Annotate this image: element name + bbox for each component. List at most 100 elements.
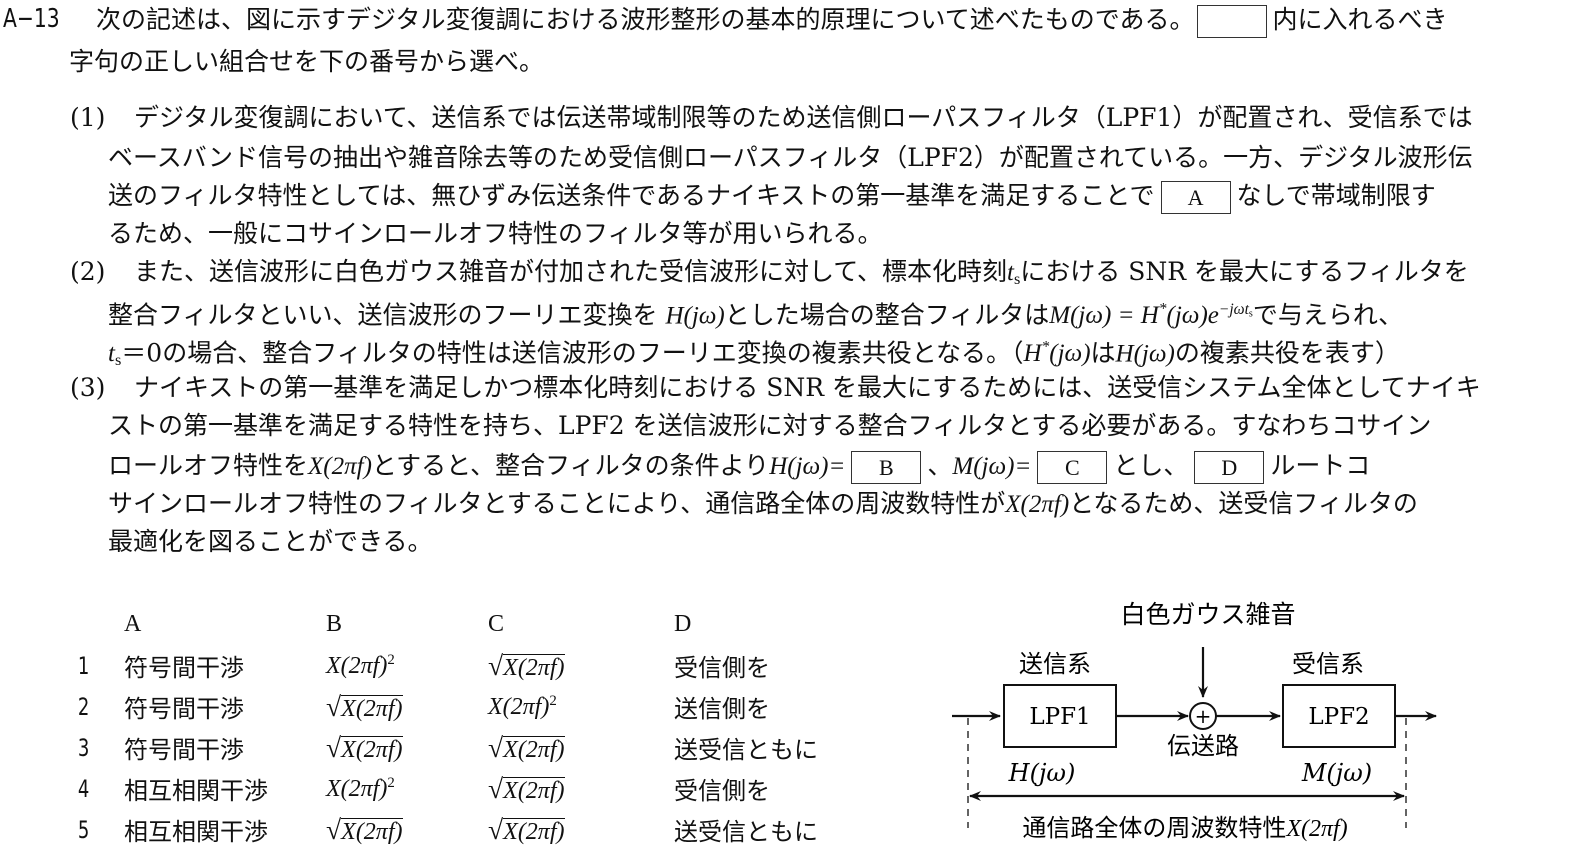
text: の場合、整合フィルタの特性は送信波形のフーリエ変換の複素共役となる。（ (162, 338, 1024, 368)
para1-line2: ベースバンド信号の抽出や雑音除去等のため受信側ローパスフィルタ（LPF2）が配置… (108, 143, 1473, 172)
h-jw-label: H(jω) (1008, 759, 1076, 787)
header-a: A (124, 611, 142, 637)
text: ロールオフ特性を (108, 451, 309, 480)
m-eq: M(jω)= (952, 453, 1032, 480)
text: 送のフィルタ特性としては、無ひずみ伝送条件であるナイキストの第一基準を満足するこ… (108, 181, 1155, 210)
para2-line2: 整合フィルタといい、送信波形のフーリエ変換を H(jω)とした場合の整合フィルタ… (108, 290, 1403, 336)
x-expr: X(2πf) (308, 453, 372, 480)
para2-label: (2) (70, 257, 106, 286)
block-diagram: 白色ガウス雑音 送信系 受信系 LPF1 + 伝送路 LPF2 H(jω) M(… (952, 600, 1437, 842)
para1-label: (1) (70, 103, 106, 132)
choice-d: 送受信ともに (674, 818, 818, 846)
choice-b: X(2πf)2 (326, 651, 395, 679)
lpf2-label: LPF2 (1308, 704, 1369, 730)
choice-a: 相互相関干渉 (124, 818, 268, 846)
blank-b: B (851, 451, 922, 484)
text: サインロールオフ特性のフィルタとすることにより、通信路全体の周波数特性が (108, 489, 1006, 518)
text: とすると、整合フィルタの条件より (371, 451, 770, 480)
para3-line5: 最適化を図ることができる。 (108, 527, 433, 556)
choice-b: √X(2πf) (326, 813, 403, 845)
choice-row-5[interactable]: 5 相互相関干渉 √X(2πf) √X(2πf) 送受信ともに (76, 809, 818, 850)
h-star-expr: H*(jω) (1023, 339, 1091, 368)
ts-symbol: ts (108, 340, 122, 370)
choice-number[interactable]: 2 (77, 692, 90, 721)
h-jw-expr: H(jω) (1115, 340, 1175, 368)
intro-text: 内に入れるべき (1272, 5, 1448, 34)
overall-label: 通信路全体の周波数特性X(2πf) (1022, 814, 1347, 842)
noise-label: 白色ガウス雑音 (1120, 600, 1295, 629)
choice-d: 受信側を (674, 777, 770, 805)
text: の複素共役を表す） (1174, 338, 1400, 368)
para3-label: (3) (70, 373, 106, 402)
choice-b: √X(2πf) (326, 690, 403, 722)
channel-label: 伝送路 (1167, 732, 1239, 760)
choice-d: 受信側を (674, 654, 770, 682)
para2-line1: また、送信波形に白色ガウス雑音が付加された受信波形に対して、標本化時刻tsにおけ… (134, 252, 1469, 299)
choices-header: A B C D (76, 604, 818, 645)
para3-line3: ロールオフ特性をX(2πf)とすると、整合フィルタの条件よりH(jω)=B、M(… (108, 446, 1370, 487)
header-c: C (488, 611, 505, 637)
para1-line3: 送のフィルタ特性としては、無ひずみ伝送条件であるナイキストの第一基準を満足するこ… (108, 176, 1436, 216)
choice-row-4[interactable]: 4 相互相関干渉 X(2πf)2 √X(2πf) 受信側を (76, 768, 818, 809)
x-expr: X(2πf) (1005, 491, 1070, 518)
text: また、送信波形に白色ガウス雑音が付加された受信波形に対して、標本化時刻 (134, 257, 1008, 286)
blank-box (1196, 5, 1267, 38)
choice-c: √X(2πf) (488, 772, 565, 804)
text: とした場合の整合フィルタは (724, 300, 1050, 330)
blank-d: D (1194, 451, 1265, 484)
choice-number[interactable]: 4 (77, 774, 90, 803)
para1-line1: デジタル変復調において、送信系では伝送帯域制限等のため送信側ローパスフィルタ（L… (134, 103, 1473, 132)
text: は (1090, 338, 1116, 368)
choice-a: 符号間干渉 (124, 654, 244, 682)
header-d: D (674, 611, 692, 637)
text: 、 (927, 451, 953, 480)
choice-number[interactable]: 1 (77, 651, 90, 680)
choice-c: √X(2πf) (488, 813, 565, 845)
blank-c: C (1037, 451, 1108, 484)
choice-a: 相互相関干渉 (124, 777, 268, 805)
question-number: A−13 (3, 4, 60, 34)
para2-line3: ts＝0の場合、整合フィルタの特性は送信波形のフーリエ変換の複素共役となる。（H… (108, 328, 1400, 380)
question-intro-line1: 次の記述は、図に示すデジタル変復調における波形整形の基本的原理について述べたもの… (96, 0, 1448, 40)
lpf1-label: LPF1 (1029, 704, 1090, 730)
text: とし、 (1113, 451, 1189, 480)
choice-d: 送信側を (674, 695, 770, 723)
para3-line1: ナイキストの第一基準を満足しかつ標本化時刻における SNR を最大にするためには… (134, 373, 1481, 402)
choice-number[interactable]: 3 (77, 733, 90, 762)
text: 整合フィルタといい、送信波形のフーリエ変換を (108, 300, 666, 330)
choice-row-1[interactable]: 1 符号間干渉 X(2πf)2 √X(2πf) 受信側を (76, 645, 818, 686)
para1-line4: るため、一般にコサインロールオフ特性のフィルタ等が用いられる。 (108, 219, 883, 248)
para3-line4: サインロールオフ特性のフィルタとすることにより、通信路全体の周波数特性がX(2π… (108, 484, 1418, 525)
m-jw-label: M(jω) (1301, 759, 1372, 787)
h-eq: H(jω)= (769, 453, 846, 480)
question-intro-line2: 字句の正しい組合せを下の番号から選べ。 (69, 47, 545, 76)
text: で与えられ、 (1252, 300, 1404, 330)
blank-a: A (1160, 181, 1231, 214)
intro-text: 次の記述は、図に示すデジタル変復調における波形整形の基本的原理について述べたもの… (96, 5, 1195, 34)
tx-label: 送信系 (1019, 650, 1091, 678)
choice-c: X(2πf)2 (488, 692, 557, 720)
choice-number[interactable]: 5 (77, 815, 90, 844)
ts-symbol: ts (1007, 259, 1021, 289)
ts-zero: ＝0 (121, 338, 163, 368)
choice-d: 送受信ともに (674, 736, 818, 764)
choice-row-3[interactable]: 3 符号間干渉 √X(2πf) √X(2πf) 送受信ともに (76, 727, 818, 768)
adder-symbol: + (1195, 704, 1212, 728)
text: ルートコ (1270, 451, 1371, 480)
choice-row-2[interactable]: 2 符号間干渉 √X(2πf) X(2πf)2 送信側を (76, 686, 818, 727)
choice-b: X(2πf)2 (326, 774, 395, 802)
choice-c: √X(2πf) (488, 731, 565, 763)
lpf1-block (1003, 684, 1117, 748)
choice-c: √X(2πf) (488, 649, 565, 681)
text: となるため、送受信フィルタの (1069, 489, 1418, 518)
choice-b: √X(2πf) (326, 731, 403, 763)
choices-table: A B C D 1 符号間干渉 X(2πf)2 √X(2πf) 受信側を 2 符… (76, 604, 818, 850)
rx-label: 受信系 (1292, 650, 1364, 678)
matched-filter-expr: M(jω) = H*(jω)e−jωts (1049, 301, 1253, 330)
choice-a: 符号間干渉 (124, 736, 244, 764)
text: における SNR を最大にするフィルタを (1020, 257, 1469, 286)
text: なしで帯域制限す (1236, 181, 1436, 210)
lpf2-block (1282, 684, 1396, 748)
h-jw-expr: H(jω) (665, 302, 725, 330)
para3-line2: ストの第一基準を満足する特性を持ち、LPF2 を送信波形に対する整合フィルタとす… (108, 411, 1432, 440)
